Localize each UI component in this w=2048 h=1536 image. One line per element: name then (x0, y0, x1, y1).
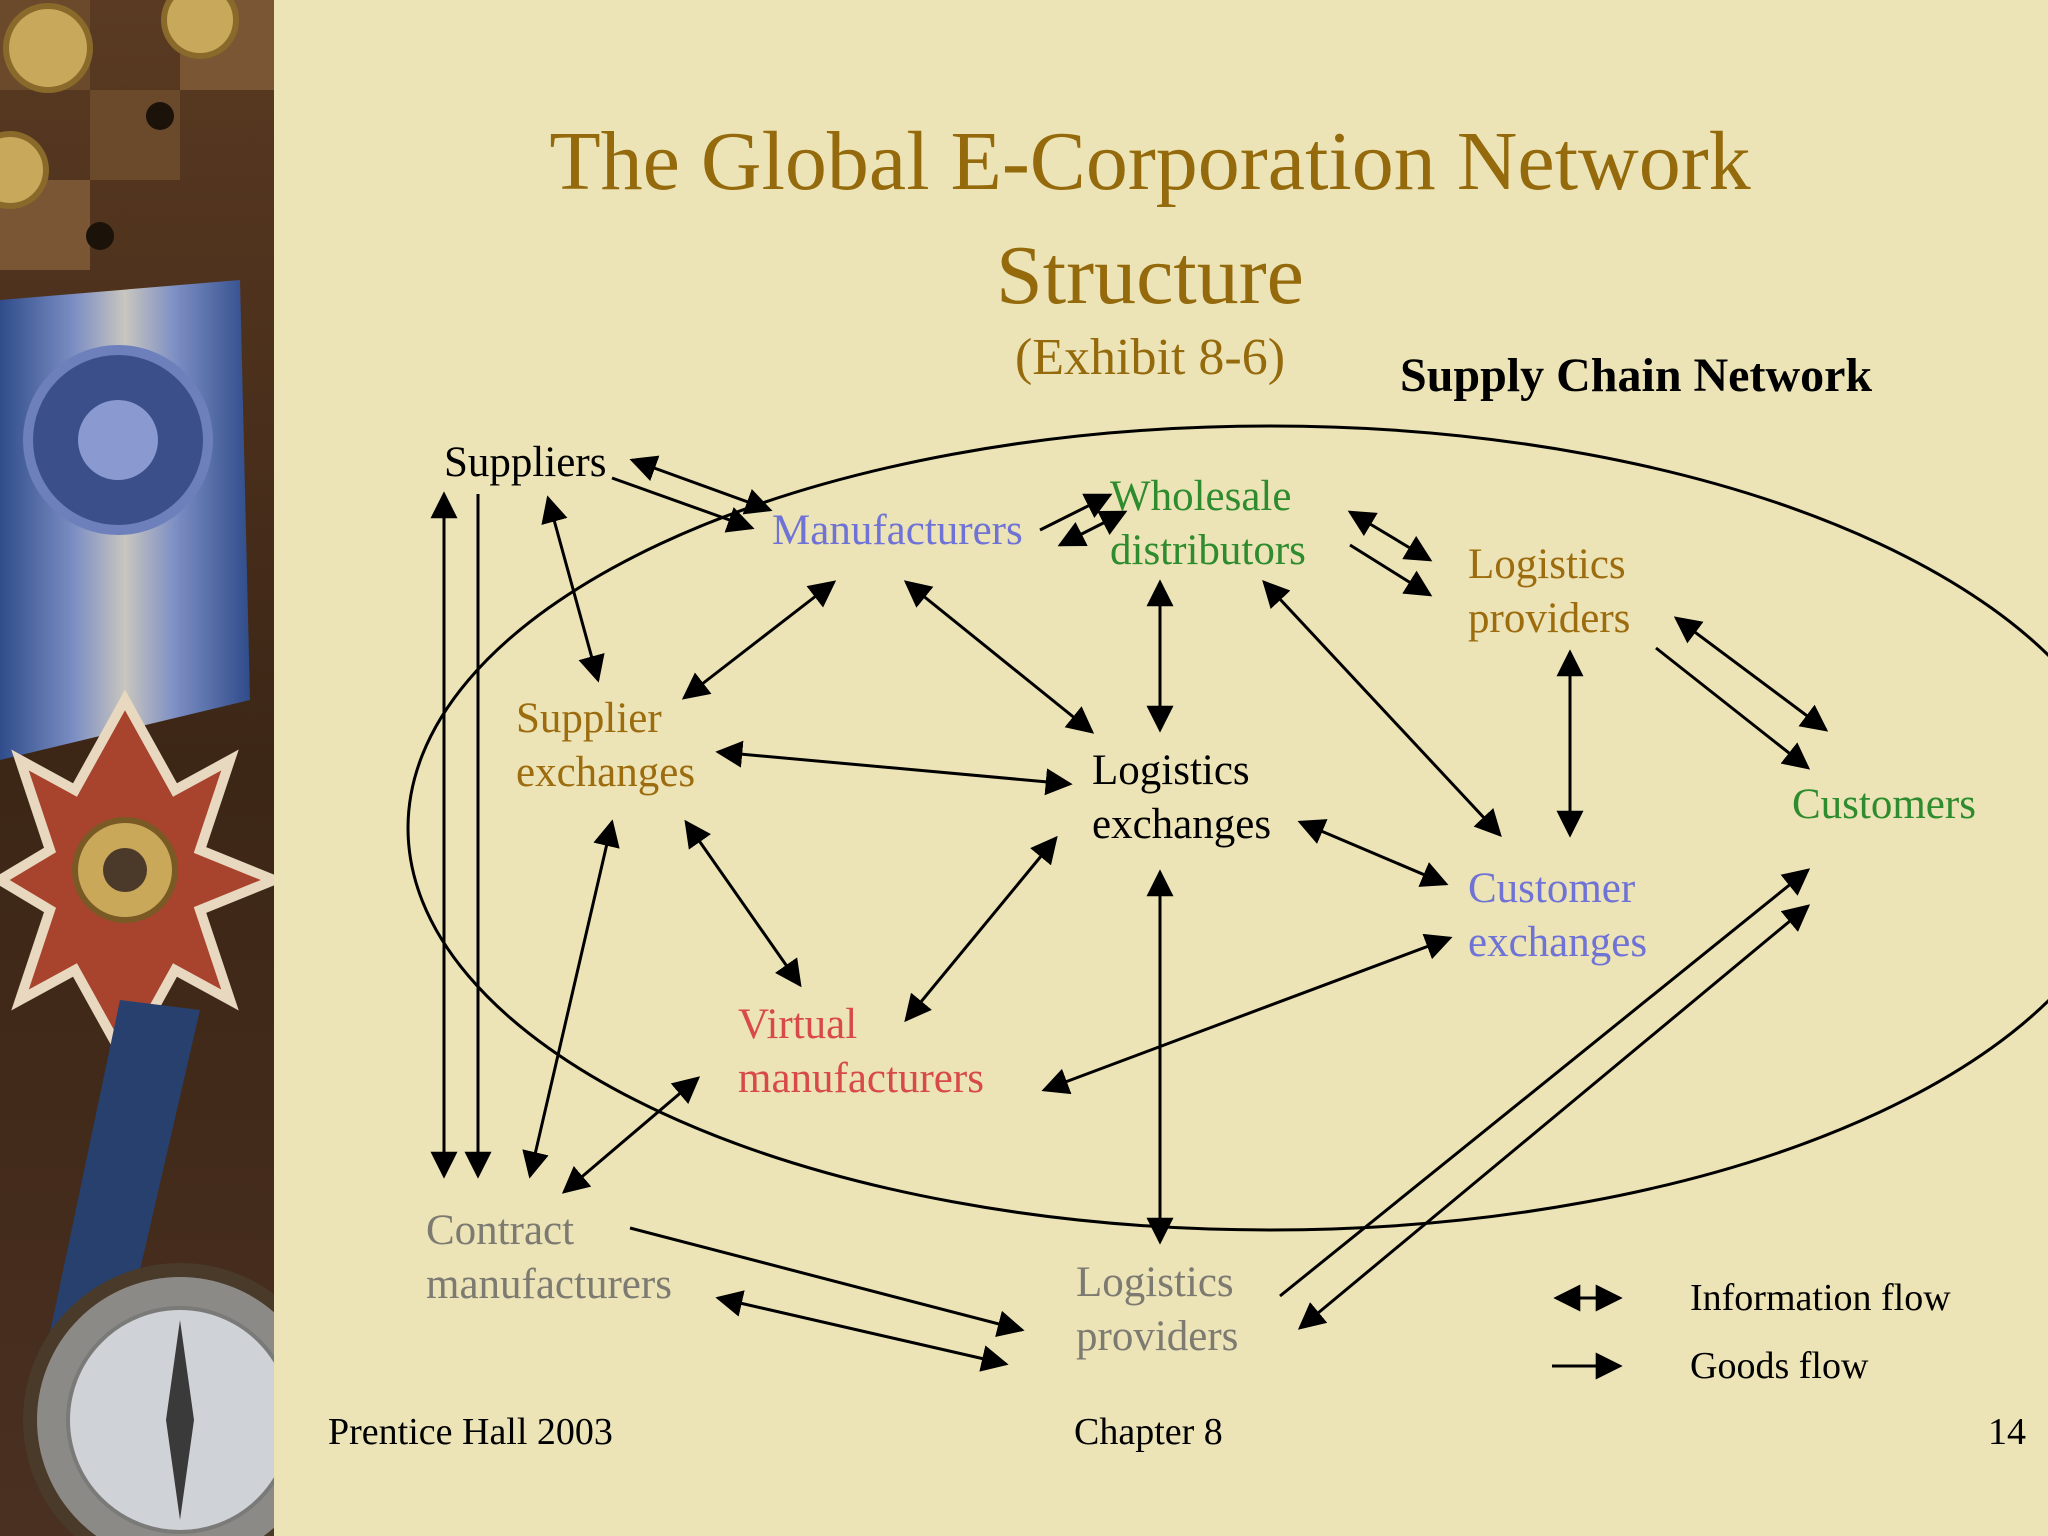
arrow-supplier-exchanges-contract (522, 819, 620, 1179)
arrow-suppliers-manufacturers-info (629, 455, 773, 515)
node-virtual-line-2: manufacturers (738, 1055, 984, 1102)
node-wholesale-line-1: Wholesale (1110, 473, 1292, 520)
node-supplier-exchanges-line-1: Supplier (516, 695, 662, 742)
arrow-logistics-exchanges-virtual (904, 835, 1058, 1023)
arrow-manufacturers-supplier-exchanges (681, 580, 837, 700)
node-logistics-providers-top-line-2: providers (1468, 595, 1631, 642)
decorative-medal-collage-image (0, 0, 274, 1536)
node-wholesale-distributors: Wholesale distributors (1110, 470, 1306, 578)
node-customer-exchanges: Customer exchanges (1468, 862, 1647, 970)
slide-title-line-1: The Global E-Corporation Network (549, 115, 1751, 208)
node-contract-manufacturers: Contract manufacturers (426, 1204, 672, 1312)
node-manufacturers: Manufacturers (772, 507, 1023, 554)
node-logistics-exchanges: Logistics exchanges (1092, 744, 1271, 852)
legend-information-flow-label: Information flow (1690, 1277, 1951, 1319)
node-virtual-manufacturers: Virtual manufacturers (738, 998, 984, 1106)
node-logistics-exchanges-line-2: exchanges (1092, 801, 1272, 848)
slide-title-line-2: Structure (996, 229, 1304, 322)
node-customer-exchanges-line-2: exchanges (1468, 919, 1648, 966)
node-wholesale-line-2: distributors (1110, 527, 1306, 574)
arrow-wholesale-customer-exchanges (1262, 580, 1502, 837)
legend-goods-flow-label: Goods flow (1690, 1345, 1869, 1387)
arrow-customer-exchanges-virtual (1041, 933, 1453, 1095)
arrow-contract-logistics-providers-goods (629, 1226, 1025, 1337)
arrow-supplier-exchanges-logistics-exchanges (715, 740, 1073, 796)
node-logistics-providers-top-line-1: Logistics (1468, 541, 1626, 588)
node-logistics-exchanges-line-1: Logistics (1092, 747, 1250, 794)
arrow-wholesale-logistics-providers-info (1347, 510, 1433, 562)
arrow-logistics-providers-bottom-customers-info (1297, 904, 1811, 1330)
node-supplier-exchanges: Supplier exchanges (516, 692, 695, 800)
node-logistics-providers-bottom-line-1: Logistics (1076, 1259, 1234, 1306)
arrow-logistics-providers-customers-info (1673, 616, 1829, 732)
arrow-suppliers-supplier-exchanges (541, 495, 605, 683)
node-contract-line-1: Contract (426, 1207, 575, 1254)
node-supplier-exchanges-line-2: exchanges (516, 749, 696, 796)
arrow-suppliers-manufacturers-goods (611, 476, 755, 533)
arrow-manufacturers-wholesale-info (1057, 510, 1128, 547)
node-customers: Customers (1792, 781, 1976, 828)
footer-publisher: Prentice Hall 2003 (328, 1411, 613, 1453)
node-logistics-providers-top: Logistics providers (1468, 538, 1630, 646)
footer-page-number: 14 (1988, 1411, 2026, 1453)
arrow-logistics-providers-customers-goods (1655, 646, 1811, 770)
arrow-logistics-exchanges-customer-exchanges (1297, 819, 1449, 887)
node-logistics-providers-bottom: Logistics providers (1076, 1256, 1238, 1364)
node-customer-exchanges-line-1: Customer (1468, 865, 1636, 912)
supply-chain-ellipse (406, 424, 2048, 1232)
arrow-contract-logistics-providers-info (715, 1290, 1009, 1372)
node-virtual-line-1: Virtual (738, 1001, 858, 1048)
footer-chapter: Chapter 8 (1074, 1411, 1223, 1453)
node-suppliers: Suppliers (444, 439, 607, 486)
node-contract-line-2: manufacturers (426, 1261, 672, 1308)
arrow-virtual-contract (561, 1076, 701, 1194)
network-heading: Supply Chain Network (1400, 349, 1873, 402)
node-logistics-providers-bottom-line-2: providers (1076, 1313, 1239, 1360)
slide-subtitle: (Exhibit 8-6) (1014, 329, 1286, 386)
arrow-supplier-exchanges-virtual (684, 819, 802, 988)
arrow-manufacturers-logistics-exchanges (903, 580, 1095, 734)
